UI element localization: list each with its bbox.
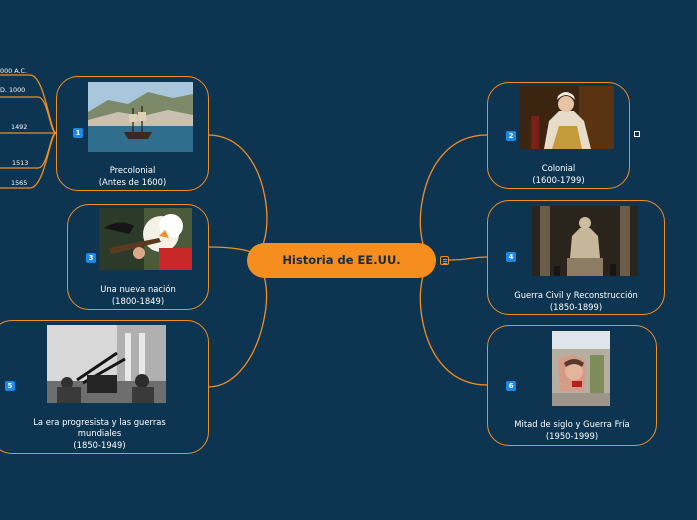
topic-period: (1850-1899) <box>549 302 603 312</box>
topic-number-badge: 6 <box>506 381 516 391</box>
subtopic-year[interactable]: 1565 <box>11 179 28 187</box>
topic-node-era-progresista[interactable]: 5 La era progresista y las guerras mundi… <box>0 320 209 454</box>
topic-number-badge: 5 <box>5 381 15 391</box>
lincoln-memorial-photo <box>532 206 638 276</box>
topic-node-guerra-civil[interactable]: 4 Guerra Civil y Reconstrucción (1850-18… <box>487 200 665 315</box>
topic-title: Una nueva nación <box>100 284 176 294</box>
topic-title-line2: mundiales <box>77 428 122 438</box>
subtopic-year[interactable]: 1513 <box>12 159 29 167</box>
anti-aircraft-gun-photo <box>47 325 166 403</box>
topic-period: (1950-1999) <box>545 431 599 441</box>
topic-title: Colonial <box>541 163 576 173</box>
topic-node-nueva-nacion[interactable]: 3 Una nueva nación (1800-1849) <box>67 204 209 310</box>
subtopic-year[interactable]: D. 1000 <box>0 86 26 94</box>
sailing-ship-photo <box>88 82 193 152</box>
notes-icon[interactable] <box>440 256 449 265</box>
king-portrait-painting <box>519 86 614 149</box>
musket-firing-photo <box>99 208 192 270</box>
topic-node-guerra-fria[interactable]: 6 Mitad de siglo y Guerra Fría (1950-199… <box>487 325 657 446</box>
topic-number-badge: 1 <box>73 128 83 138</box>
subtopic-year[interactable]: 000 A.C. <box>0 67 28 75</box>
topic-period: (Antes de 1600) <box>98 177 167 187</box>
central-topic[interactable]: Historia de EE.UU. <box>247 243 436 278</box>
topic-node-precolonial[interactable]: 1 Precolonial (Antes de 1600) <box>56 76 209 191</box>
topic-title: Guerra Civil y Reconstrucción <box>514 290 638 300</box>
topic-number-badge: 4 <box>506 252 516 262</box>
topic-node-colonial[interactable]: 2 Colonial (1600-1799) <box>487 82 630 189</box>
external-link-icon[interactable] <box>634 131 640 137</box>
berlin-wall-photo <box>552 331 610 406</box>
topic-period: (1850-1949) <box>73 440 126 450</box>
topic-number-badge: 2 <box>506 131 516 141</box>
topic-period: (1800-1849) <box>111 296 165 306</box>
topic-title: Mitad de siglo y Guerra Fría <box>514 419 630 429</box>
topic-number-badge: 3 <box>86 253 96 263</box>
topic-title: Precolonial <box>109 165 156 175</box>
subtopic-year[interactable]: 1492 <box>11 123 28 131</box>
topic-title: La era progresista y las guerras <box>33 417 166 427</box>
topic-period: (1600-1799) <box>532 175 585 185</box>
